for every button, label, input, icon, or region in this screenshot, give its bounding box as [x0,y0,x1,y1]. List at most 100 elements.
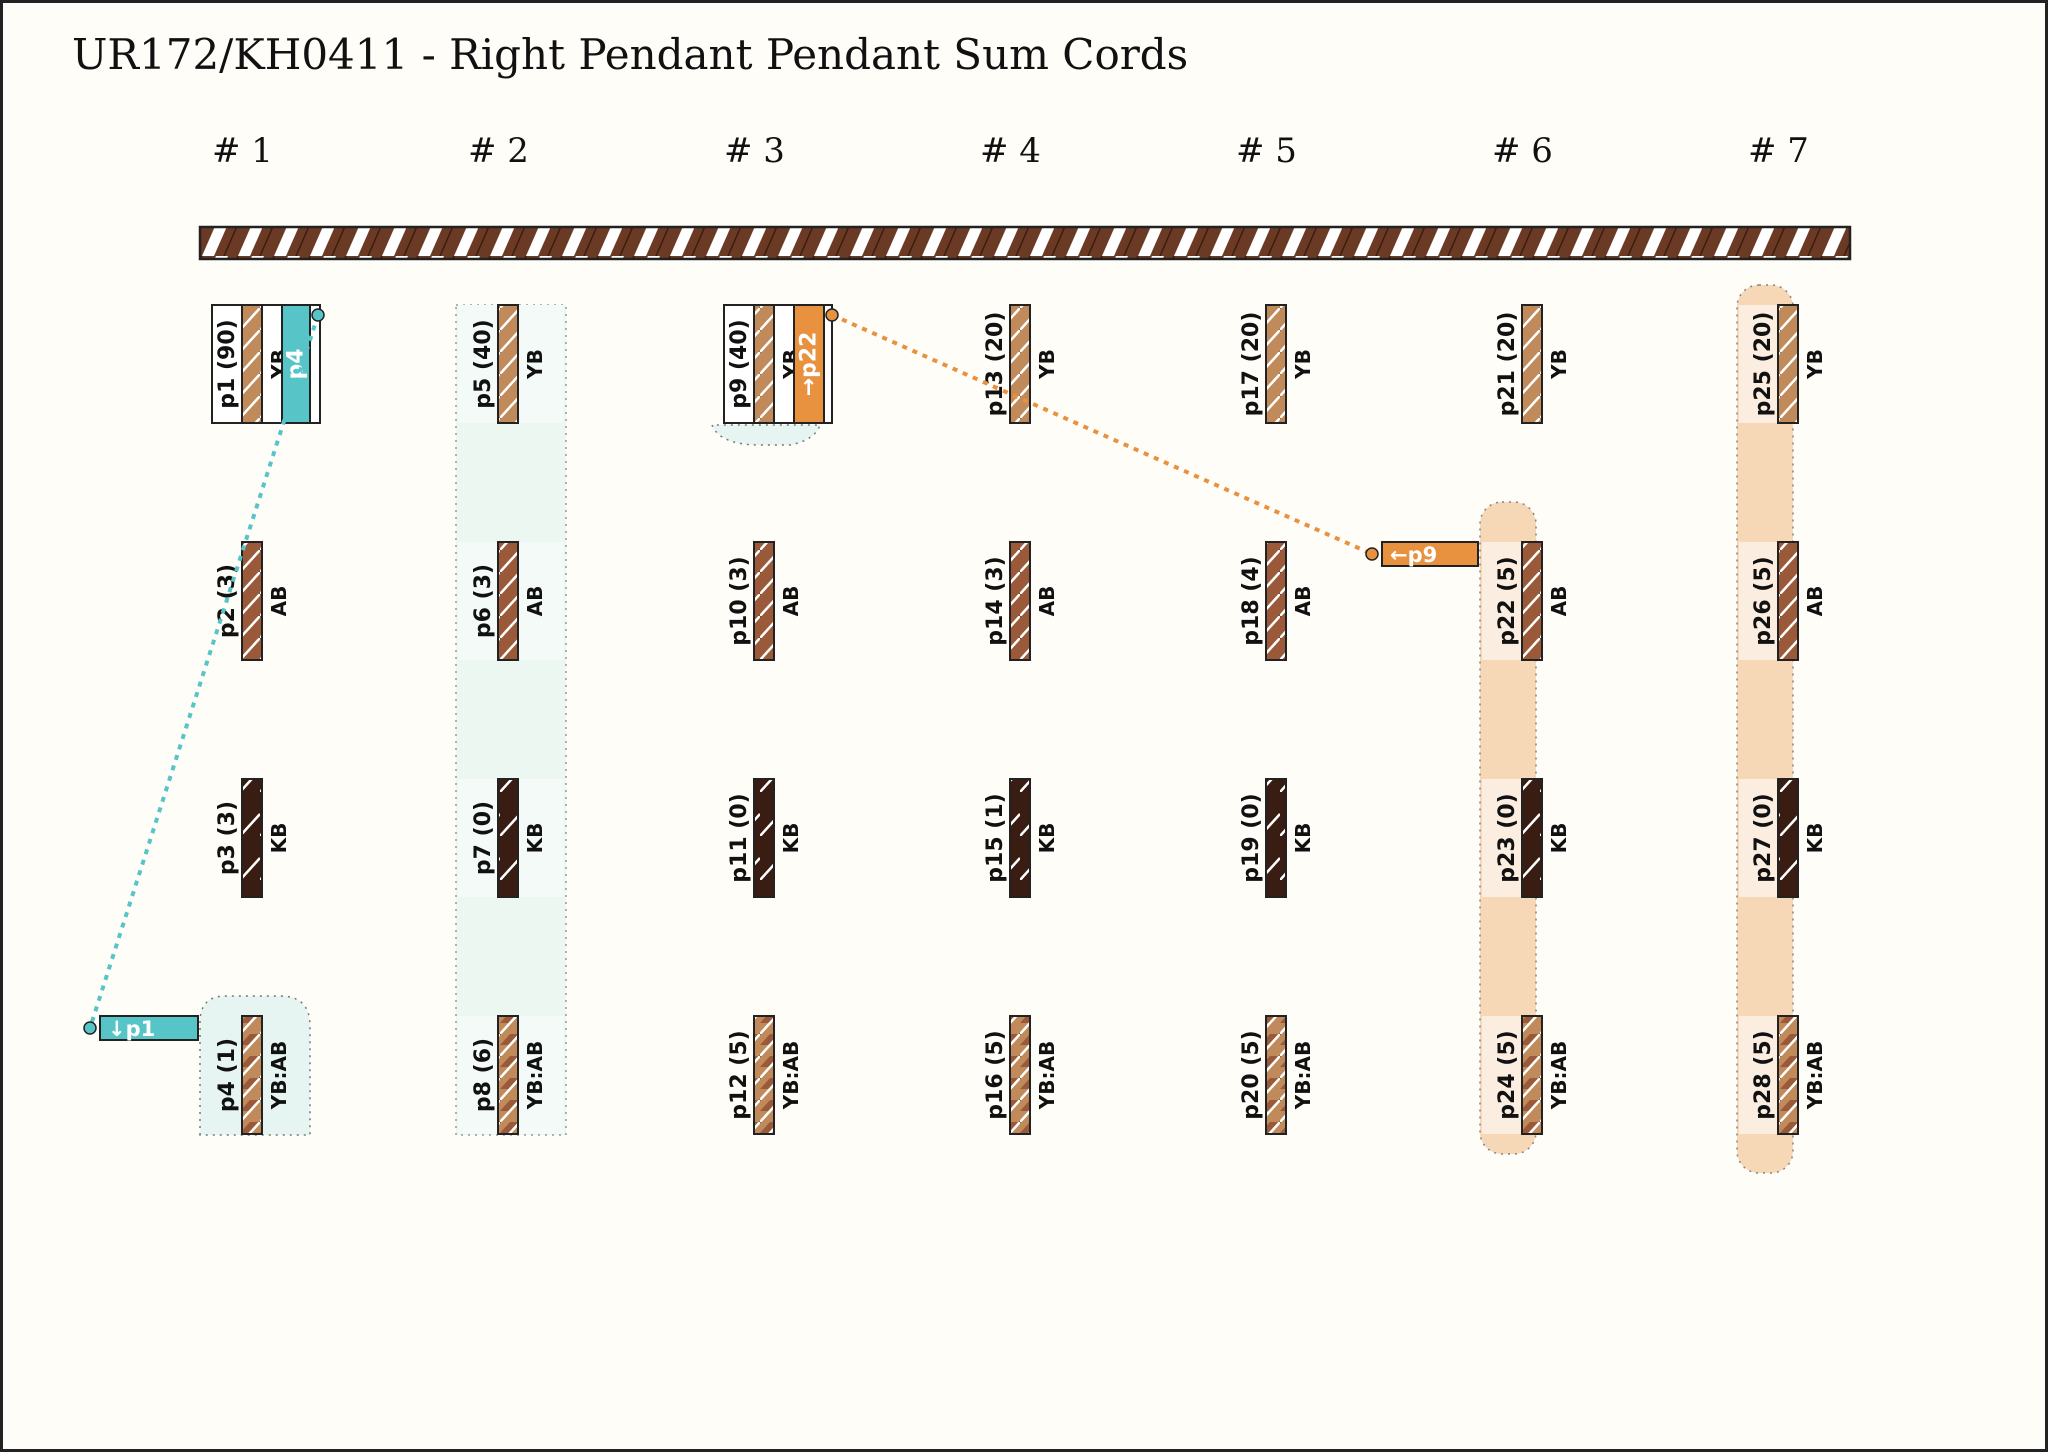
pendant-p22: p22 (5)AB [1495,541,1571,661]
cord-p9 [753,304,775,424]
cord-p11 [753,778,775,898]
pendant-color-code: KB [1803,823,1827,854]
group-label: # 4 [980,131,1041,171]
group-label: # 7 [1748,131,1809,171]
summand-tag-teal [281,304,311,424]
pendant-p14: p14 (3) AB [983,541,1059,661]
pendant-p11: p11 (0)KB [727,778,803,898]
cord-p22 [1521,541,1543,661]
group-label: # 3 [724,131,785,171]
summand-tag-label: p4 [284,348,309,379]
pendant-p25: p25 (20)YB [1751,304,1827,424]
cord-p12 [753,1015,775,1135]
link-end-dot [1365,547,1379,561]
group-label: # 2 [468,131,529,171]
pendant-label: p20 (5) [1239,1030,1264,1119]
sum-tag-teal [99,1015,199,1041]
cord-p2 [241,541,263,661]
summand-tag-orange [793,304,825,424]
pendant-color-code: KB [523,823,547,854]
pendant-p23: p23 (0) KB [1495,778,1571,898]
pendant-label: p3 (3) [215,801,240,875]
sum-tag-label: ←p9 [1390,543,1437,567]
cord-p28 [1777,1015,1799,1135]
pendant-label: p12 (5) [727,1030,752,1119]
cord-p1 [241,304,263,424]
pendant-label: p13 (20) [983,312,1008,417]
pendant-p17: p17 (20) YB [1239,304,1315,424]
pendant-label: p8 (6) [471,1038,496,1112]
cord-p24 [1521,1015,1543,1135]
pendant-color-code: AB [267,586,291,617]
pendant-color-code: YB [1547,349,1571,380]
pendant-label: p16 (5) [983,1030,1008,1119]
cord-p8 [497,1015,519,1135]
pendant-color-code: YB [523,349,547,380]
pendant-p6: p6 (3) AB [471,541,547,661]
cord-p20 [1265,1015,1287,1135]
cord-p26 [1777,541,1799,661]
pendant-label: p24 (5) [1495,1030,1520,1119]
group2-highlight [455,304,567,1136]
group-label: # 6 [1492,131,1553,171]
cord-p16 [1009,1015,1031,1135]
pendant-p28: p28 (5)YB:AB [1751,1015,1827,1135]
pendant-label: p21 (20) [1495,312,1520,417]
cord-p25 [1777,304,1799,424]
pendant-color-code: AB [779,586,803,617]
pendant-p10: p10 (3) AB [727,541,803,661]
cord-p6 [497,541,519,661]
pendant-label: p18 (4) [1239,556,1264,645]
pendant-p21: p21 (20) YB [1495,304,1571,424]
pendant-color-code: AB [523,586,547,617]
pendant-label: p1 (90) [215,319,240,408]
pendant-label: p17 (20) [1239,312,1264,417]
pendant-p19: p19 (0)KB [1239,778,1315,898]
pendant-p26: p26 (5)AB [1751,541,1827,661]
pendant-label: p26 (5) [1751,556,1776,645]
link-end-dot [825,308,839,322]
pendant-p24: p24 (5) YB:AB [1495,1015,1571,1135]
sum-link-teal [88,314,320,1029]
cord-p4 [241,1015,263,1135]
pendant-p2: p2 (3)AB [215,541,291,661]
pendant-label: p10 (3) [727,556,752,645]
pendant-p27: p27 (0)KB [1751,778,1827,898]
pendant-color-code: YB [1803,349,1827,380]
pendant-label: p14 (3) [983,556,1008,645]
pendant-color-code: YB [1035,349,1059,380]
pendant-color-code: YB:AB [1547,1041,1571,1110]
cord-p5 [497,304,519,424]
pendant-label: p4 (1) [215,1038,240,1112]
summand-tag-label: →p22 [797,332,822,397]
group-labels: # 1# 2# 3# 4# 5# 6# 7 [212,131,1809,171]
pendant-p3: p3 (3)KB [215,778,291,898]
pendant-p15: p15 (1)KB [983,778,1059,898]
pendant-color-code: KB [1547,823,1571,854]
pendant-label: p7 (0) [471,801,496,875]
cord-p3 [241,778,263,898]
pendant-color-code: AB [1291,586,1315,617]
pendant-label: p23 (0) [1495,793,1520,882]
sum-tag-orange [1381,541,1479,567]
pendant-color-code: YB:AB [523,1041,547,1110]
pendant-p8: p8 (6) YB:AB [471,1015,547,1135]
pendant-label: p9 (40) [727,319,752,408]
cord-p19 [1265,778,1287,898]
pendant-color-code: YB:AB [1291,1041,1315,1110]
cord-p14 [1009,541,1031,661]
pendant-p20: p20 (5) YB:AB [1239,1015,1315,1135]
cord-p18 [1265,541,1287,661]
cord-p7 [497,778,519,898]
pendant-color-code: YB:AB [1803,1041,1827,1110]
pendant-color-code: YB [1291,349,1315,380]
pendant-label: p6 (3) [471,564,496,638]
pendant-color-code: AB [1547,586,1571,617]
cord-p10 [753,541,775,661]
pendant-color-code: AB [1035,586,1059,617]
pendant-label: p5 (40) [471,319,496,408]
